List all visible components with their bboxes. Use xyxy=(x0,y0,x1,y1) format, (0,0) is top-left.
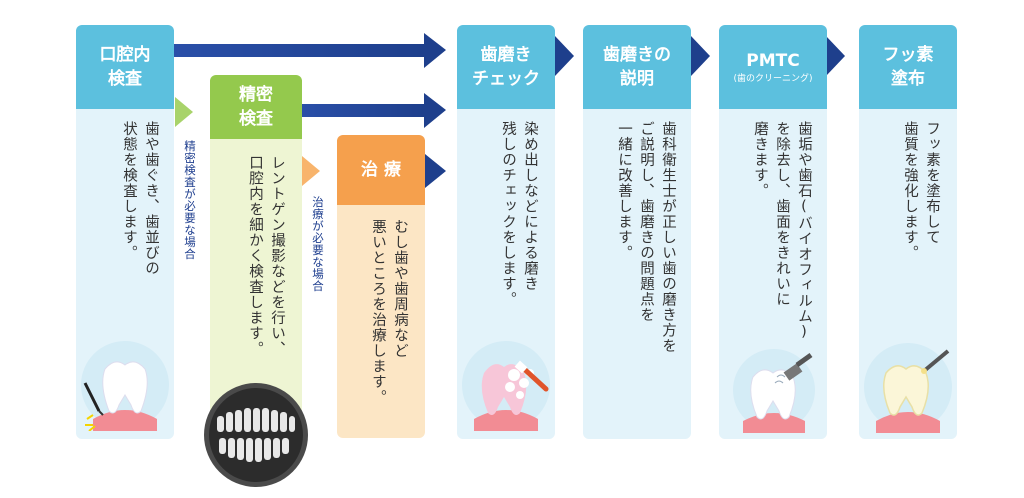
step-seimitsu-desc: レントゲン撮影などを行い、 口腔内を細かく検査します。 xyxy=(247,155,285,357)
toothbrush-illustration xyxy=(462,341,550,431)
fluoride-application-illustration xyxy=(864,343,952,433)
step-migaki-setsumei-body xyxy=(583,109,691,439)
step-kouku-title: 口腔内 検査 xyxy=(76,25,174,109)
step-migaki-check: 歯磨き チェック 染め出しなどによる磨き 残しのチェックをします。 xyxy=(457,25,555,439)
xray-illustration xyxy=(204,383,308,487)
arrow-pmtc-to-fusso xyxy=(826,36,845,76)
step-seimitsu: 精密 検査 レントゲン撮影などを行い、 口腔内を細かく検査します。 xyxy=(210,75,302,420)
step-seimitsu-title: 精密 検査 xyxy=(210,75,302,139)
step-migaki-setsumei: 歯磨きの 説明 歯科衛生士が正しい歯の磨き方を ご説明し、歯磨きの問題点を 一緒… xyxy=(583,25,691,439)
arrow-chiryou-to-check xyxy=(425,154,446,188)
step-fusso: フッ素 塗布 フッ素を塗布して 歯質を強化します。 xyxy=(859,25,957,439)
step-pmtc-title: PMTC (歯のクリーニング) xyxy=(719,25,827,109)
arrow-seimitsu-to-check xyxy=(302,93,446,128)
step-seimitsu-body xyxy=(210,139,302,420)
arrow-kouku-to-check xyxy=(174,33,446,68)
step-pmtc: PMTC (歯のクリーニング) 歯垢や歯石(バイオフィルム) を除去し、歯面をき… xyxy=(719,25,827,439)
step-chiryou-title: 治 療 xyxy=(337,135,425,205)
branch-to-chiryou-arrow xyxy=(302,156,320,186)
step-chiryou-desc: むし歯や歯周病など 悪いところを治療します。 xyxy=(370,219,408,405)
step-fusso-desc: フッ素を塗布して 歯質を強化します。 xyxy=(902,121,940,261)
step-kouku: 口腔内 検査 歯や歯ぐき、歯並びの 状態を検査します。 xyxy=(76,25,174,439)
step-pmtc-desc: 歯垢や歯石(バイオフィルム) を除去し、歯面をきれいに 磨きます。 xyxy=(752,121,812,341)
arrow-check-to-setsumei xyxy=(555,36,574,76)
step-kouku-desc: 歯や歯ぐき、歯並びの 状態を検査します。 xyxy=(121,121,159,276)
cleaning-tool-illustration xyxy=(733,349,815,433)
branch-to-seimitsu-arrow xyxy=(175,97,193,127)
step-migaki-setsumei-title: 歯磨きの 説明 xyxy=(583,25,691,109)
condition-chiryou: 治療が必要な場合 xyxy=(311,196,325,292)
arrow-setsumei-to-pmtc xyxy=(691,36,710,76)
step-migaki-check-desc: 染め出しなどによる磨き 残しのチェックをします。 xyxy=(500,121,538,307)
step-migaki-check-title: 歯磨き チェック xyxy=(457,25,555,109)
step-chiryou-body xyxy=(337,205,425,438)
tooth-probe-illustration xyxy=(81,341,169,431)
condition-seimitsu: 精密検査が必要な場合 xyxy=(183,140,197,260)
step-fusso-title: フッ素 塗布 xyxy=(859,25,957,109)
step-migaki-setsumei-desc: 歯科衛生士が正しい歯の磨き方を ご説明し、歯磨きの問題点を 一緒に改善します。 xyxy=(616,121,676,354)
step-chiryou: 治 療 むし歯や歯周病など 悪いところを治療します。 xyxy=(337,135,425,438)
